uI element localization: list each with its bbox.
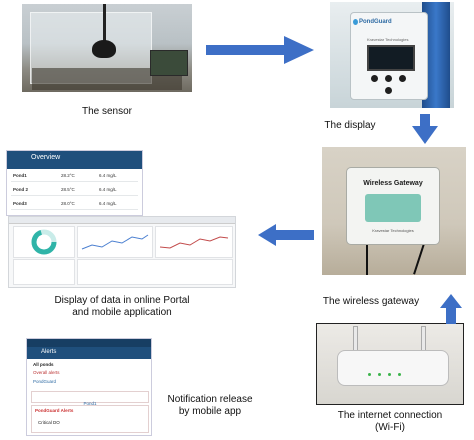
pond-name: Pond1 <box>13 173 27 178</box>
display-brand: PondGuard <box>359 19 392 25</box>
arrow-down-icon <box>412 114 438 144</box>
display-maker: Kravestar Technologies <box>367 37 409 42</box>
drop-icon <box>353 19 358 25</box>
portal-chart-panel <box>155 226 233 258</box>
portal-gauge-panel <box>13 226 75 258</box>
pond-temp: 28.0°C <box>61 201 75 206</box>
gateway-label: Wireless Gateway <box>363 180 423 187</box>
display-button <box>371 75 378 82</box>
all-ponds-label[interactable]: All ponds <box>33 362 54 367</box>
pond-do: 6.4 mg/L <box>99 201 117 206</box>
pond-name: Pond3 <box>13 201 27 206</box>
router-body <box>337 350 449 386</box>
pond-temp: 28.2°C <box>61 173 75 178</box>
router-led <box>368 373 371 376</box>
caption-gateway: The wireless gateway <box>322 296 420 307</box>
alert-card[interactable]: PondGuard Alerts Critical DO <box>31 405 149 433</box>
row-divider <box>11 181 138 182</box>
line-chart <box>81 234 149 250</box>
caption-notification: Notification release by mobile app <box>167 394 253 417</box>
router-photo <box>316 323 464 405</box>
gateway-photo: Wireless Gateway Kravestar Technologies <box>322 147 466 275</box>
router-led <box>398 373 401 376</box>
sensor-cable <box>103 4 106 42</box>
alert-card-title: PondGuard Alerts <box>35 408 74 413</box>
gateway-antenna-graphic <box>365 194 421 222</box>
alerts-title: Alerts <box>41 349 57 355</box>
sensor-photo <box>22 4 192 92</box>
pond-label: PondGuard <box>33 379 57 384</box>
gateway-cable <box>413 243 425 275</box>
alerts-header: Alerts <box>27 347 151 359</box>
portal-stats-panel <box>13 259 75 285</box>
overall-alerts-label: Overall alerts <box>33 370 60 375</box>
pond-do: 6.4 mg/L <box>99 187 117 192</box>
display-enclosure: PondGuard Kravestar Technologies <box>350 12 428 100</box>
caption-portal: Display of data in online Portal and mob… <box>54 295 190 318</box>
portal-table-panel <box>77 259 233 285</box>
router-led <box>388 373 391 376</box>
alert-item: Critical DO <box>38 420 60 425</box>
display-button <box>385 87 392 94</box>
display-button <box>399 75 406 82</box>
router-led <box>378 373 381 376</box>
arrow-left-icon <box>258 224 314 246</box>
gateway-maker: Kravestar Technologies <box>372 228 414 233</box>
app-title: Overview <box>31 154 61 161</box>
gateway-enclosure: Wireless Gateway Kravestar Technologies <box>346 167 440 245</box>
display-screen <box>367 45 415 71</box>
line-chart <box>159 236 229 249</box>
app-header: Overview <box>7 151 142 169</box>
portal-chart-panel <box>77 226 153 258</box>
sensor-probe <box>92 40 116 58</box>
pond-do: 6.4 mg/L <box>99 173 117 178</box>
pond-temp: 28.5°C <box>61 187 75 192</box>
caption-internet: The internet connection (Wi-Fi) <box>337 410 443 433</box>
web-portal-screen <box>8 216 236 288</box>
arrow-right-icon <box>206 36 314 64</box>
display-button <box>385 75 392 82</box>
gateway-cable <box>366 243 368 275</box>
row-divider <box>11 209 138 210</box>
pond-button[interactable]: Pond1 <box>31 391 149 406</box>
row-divider <box>11 195 138 196</box>
pond-button-label: Pond1 <box>83 401 97 406</box>
gauge-chart <box>31 229 57 255</box>
display-photo: PondGuard Kravestar Technologies <box>330 2 454 108</box>
mobile-alerts-screen: Alerts All ponds Overall alerts PondGuar… <box>26 338 152 436</box>
circuit-board <box>150 50 188 76</box>
status-bar <box>27 339 151 347</box>
caption-sensor: The sensor <box>81 106 133 117</box>
bench <box>32 68 182 90</box>
mobile-overview-screen: Overview Pond1 28.2°C 6.4 mg/L Pond 2 28… <box>6 150 143 216</box>
portal-topbar <box>9 217 235 224</box>
pond-name: Pond 2 <box>13 187 29 192</box>
arrow-up-icon <box>440 294 462 324</box>
caption-display: The display <box>324 120 376 131</box>
